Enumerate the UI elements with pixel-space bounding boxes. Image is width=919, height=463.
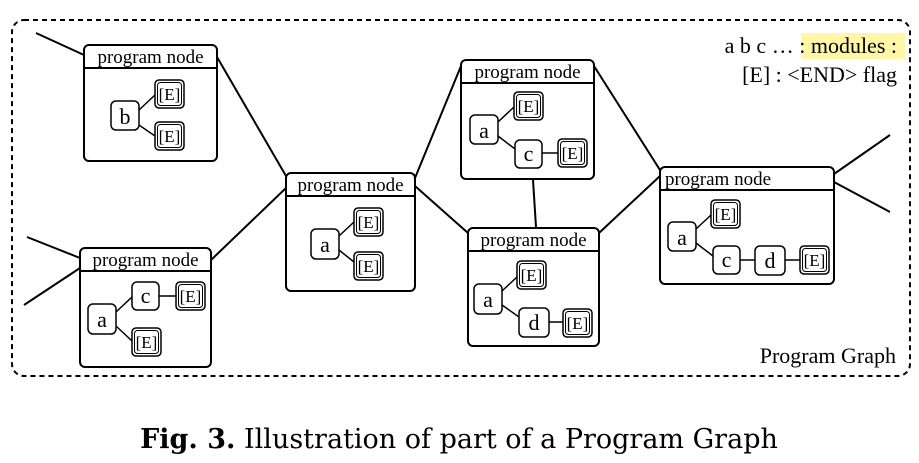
edge-n2-n5 xyxy=(414,185,469,234)
end-flag-label: [E] xyxy=(136,333,158,352)
end-flag-box xyxy=(710,199,741,229)
module-box-c xyxy=(712,245,741,275)
end-flag-label: [E] xyxy=(804,251,826,270)
end-flag-box xyxy=(516,260,547,290)
edge-external-n6-b xyxy=(833,181,891,213)
end-flag-box xyxy=(513,91,544,121)
edge-external-n1 xyxy=(35,32,85,56)
module-label-a: a xyxy=(677,225,687,250)
module-box-a xyxy=(310,228,340,260)
graph-edges xyxy=(23,32,891,306)
program-node-5: program node a [E] d [E] xyxy=(467,227,600,347)
module-label-a: a xyxy=(483,287,493,312)
program-node-title: program node xyxy=(480,230,586,251)
program-graph-label: Program Graph xyxy=(760,343,896,368)
program-graph-boundary xyxy=(11,19,911,377)
program-node-title: program node xyxy=(92,250,198,271)
module-box-a xyxy=(473,283,503,315)
edge-n2-n3 xyxy=(414,65,462,179)
end-flag-box xyxy=(799,245,830,275)
module-label-b: b xyxy=(120,104,131,129)
end-flag-box xyxy=(175,281,206,311)
program-node-2: program node a [E] [E] xyxy=(285,172,416,292)
module-label-d: d xyxy=(765,248,776,273)
edge-external-n6-a xyxy=(833,134,891,175)
program-node-title: program node xyxy=(665,169,771,190)
program-node-4: program node a c [E] [E] xyxy=(79,247,212,368)
end-flag-label: [E] xyxy=(358,213,380,232)
module-box-d xyxy=(754,245,786,276)
edge-n3-n6 xyxy=(593,65,661,171)
legend-end-flag: [E] : <END> flag xyxy=(742,62,897,87)
edge-n4-n2 xyxy=(210,187,287,261)
module-box-a xyxy=(87,303,117,335)
module-label-c: c xyxy=(524,141,534,166)
figure-caption-prefix: Fig. 3. xyxy=(140,424,235,455)
edge-n3-n5 xyxy=(532,179,537,228)
edge-external-n4-b xyxy=(23,267,81,306)
program-node-title: program node xyxy=(474,62,580,83)
end-flag-label: [E] xyxy=(521,266,543,285)
module-label-a: a xyxy=(320,232,330,257)
program-node-title: program node xyxy=(297,175,403,196)
module-box-b xyxy=(110,100,140,131)
module-label-c: c xyxy=(141,283,151,308)
end-flag-label: [E] xyxy=(180,287,202,306)
module-box-c xyxy=(131,281,160,311)
end-flag-box xyxy=(562,308,593,338)
end-flag-label: [E] xyxy=(715,205,737,224)
program-node-6: program node a [E] c d [E] xyxy=(659,166,835,285)
end-flag-box xyxy=(154,121,185,151)
edge-n5-n6 xyxy=(598,175,661,234)
module-box-d xyxy=(518,307,550,338)
program-node-title: program node xyxy=(97,47,203,68)
program-node-box xyxy=(659,166,835,285)
end-flag-label: [E] xyxy=(159,85,181,104)
program-node-1: program node b [E] [E] xyxy=(83,44,218,162)
end-flag-box xyxy=(353,207,384,237)
module-box-a xyxy=(667,221,697,252)
program-node-3: program node a [E] c [E] xyxy=(460,59,595,180)
module-box-c xyxy=(514,139,543,169)
end-flag-box xyxy=(154,79,185,109)
end-flag-box xyxy=(353,251,384,281)
edge-external-n4-a xyxy=(26,236,81,259)
legend-modules: a b c … : modules : xyxy=(725,33,897,58)
module-label-a: a xyxy=(97,307,107,332)
end-flag-label: [E] xyxy=(518,97,540,116)
end-flag-label: [E] xyxy=(159,127,181,146)
module-label-c: c xyxy=(722,247,732,272)
end-flag-box xyxy=(557,138,588,168)
end-flag-label: [E] xyxy=(358,257,380,276)
edge-n1-n2 xyxy=(216,56,287,177)
module-label-a: a xyxy=(479,118,489,143)
end-flag-box xyxy=(131,327,162,357)
module-box-a xyxy=(469,114,499,145)
end-flag-label: [E] xyxy=(567,314,589,333)
end-flag-label: [E] xyxy=(562,144,584,163)
modules-highlight xyxy=(801,33,905,59)
module-label-d: d xyxy=(529,310,540,335)
figure-caption-text: Illustration of part of a Program Graph xyxy=(235,424,777,455)
figure-caption: Fig. 3. Illustration of part of a Progra… xyxy=(140,424,778,455)
